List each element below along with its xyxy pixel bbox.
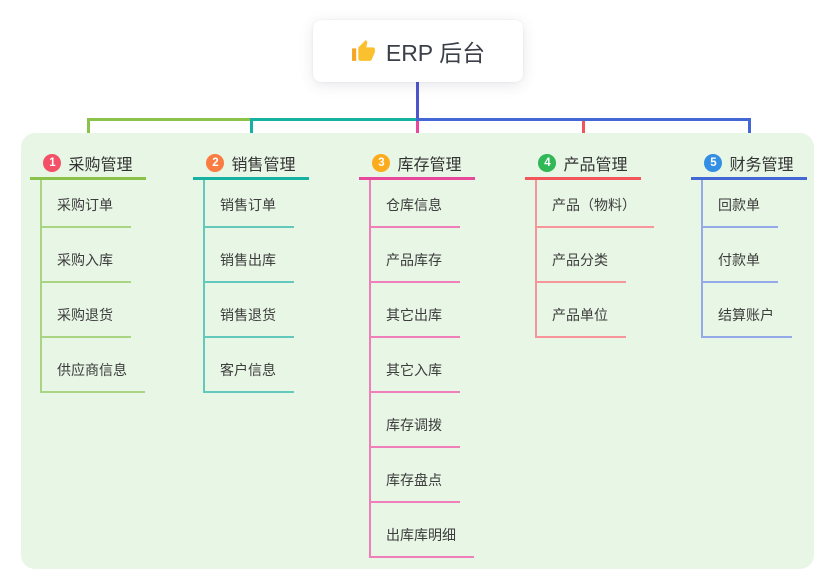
branch-finance-children: 回款单 付款单 结算账户 [701, 180, 792, 338]
branch-label: 销售管理 [231, 156, 296, 174]
child-node[interactable]: 其它入库 [371, 360, 460, 393]
branch-number-badge: 2 [206, 153, 225, 172]
child-node[interactable]: 回款单 [703, 195, 778, 228]
child-node[interactable]: 销售订单 [205, 195, 294, 228]
branch-header[interactable]: 2 销售管理 [193, 148, 309, 180]
branch-label: 库存管理 [397, 156, 462, 174]
branch-product: 4 产品管理 [525, 148, 641, 180]
child-node[interactable]: 产品分类 [537, 250, 626, 283]
branch-label: 产品管理 [563, 156, 628, 174]
branch-product-children: 产品（物料） 产品分类 产品单位 [535, 180, 654, 338]
child-node[interactable]: 产品（物料） [537, 195, 654, 228]
branch-header[interactable]: 3 库存管理 [359, 148, 475, 180]
branch-sales: 2 销售管理 [193, 148, 309, 180]
branch-5-drop-line [748, 118, 751, 147]
child-node[interactable]: 销售出库 [205, 250, 294, 283]
branch-finance: 5 财务管理 [691, 148, 807, 180]
branch-1-drop-line [87, 118, 90, 147]
root-node[interactable]: ERP 后台 [313, 20, 523, 82]
child-node[interactable]: 采购订单 [42, 195, 131, 228]
branch-label: 财务管理 [729, 156, 794, 174]
branch-number-badge: 5 [704, 153, 723, 172]
branch-label: 采购管理 [68, 156, 133, 174]
branch-header[interactable]: 1 采购管理 [30, 148, 146, 180]
child-node[interactable]: 库存盘点 [371, 470, 460, 503]
bus-segment-green [87, 118, 251, 121]
branch-number-badge: 1 [43, 153, 62, 172]
branch-inventory: 3 库存管理 [359, 148, 475, 180]
child-node[interactable]: 销售退货 [205, 305, 294, 338]
child-node[interactable]: 采购入库 [42, 250, 131, 283]
branch-number-badge: 4 [538, 153, 557, 172]
branch-sales-children: 销售订单 销售出库 销售退货 客户信息 [203, 180, 294, 393]
branch-4-drop-line [582, 118, 585, 147]
branch-procurement: 1 采购管理 [30, 148, 146, 180]
child-node[interactable]: 仓库信息 [371, 195, 460, 228]
child-node[interactable]: 付款单 [703, 250, 778, 283]
root-title: ERP 后台 [385, 40, 486, 66]
branch-procurement-children: 采购订单 采购入库 采购退货 供应商信息 [40, 180, 145, 393]
branch-3-drop-line [416, 118, 419, 147]
thumbs-up-icon [351, 39, 375, 61]
child-node[interactable]: 其它出库 [371, 305, 460, 338]
child-node[interactable]: 产品单位 [537, 305, 626, 338]
branch-header[interactable]: 5 财务管理 [691, 148, 807, 180]
child-node[interactable]: 产品库存 [371, 250, 460, 283]
child-node[interactable]: 库存调拨 [371, 415, 460, 448]
root-connector-line [416, 82, 419, 119]
bus-segment-blue [416, 118, 751, 121]
branch-number-badge: 3 [372, 153, 391, 172]
child-node[interactable]: 结算账户 [703, 305, 792, 338]
child-node[interactable]: 采购退货 [42, 305, 131, 338]
child-node[interactable]: 出库库明细 [371, 525, 474, 558]
branch-2-drop-line [250, 118, 253, 147]
child-node[interactable]: 客户信息 [205, 360, 294, 393]
branches-panel [21, 133, 814, 569]
branch-inventory-children: 仓库信息 产品库存 其它出库 其它入库 库存调拨 库存盘点 出库库明细 [369, 180, 474, 558]
child-node[interactable]: 供应商信息 [42, 360, 145, 393]
bus-segment-teal [250, 118, 417, 121]
branch-header[interactable]: 4 产品管理 [525, 148, 641, 180]
